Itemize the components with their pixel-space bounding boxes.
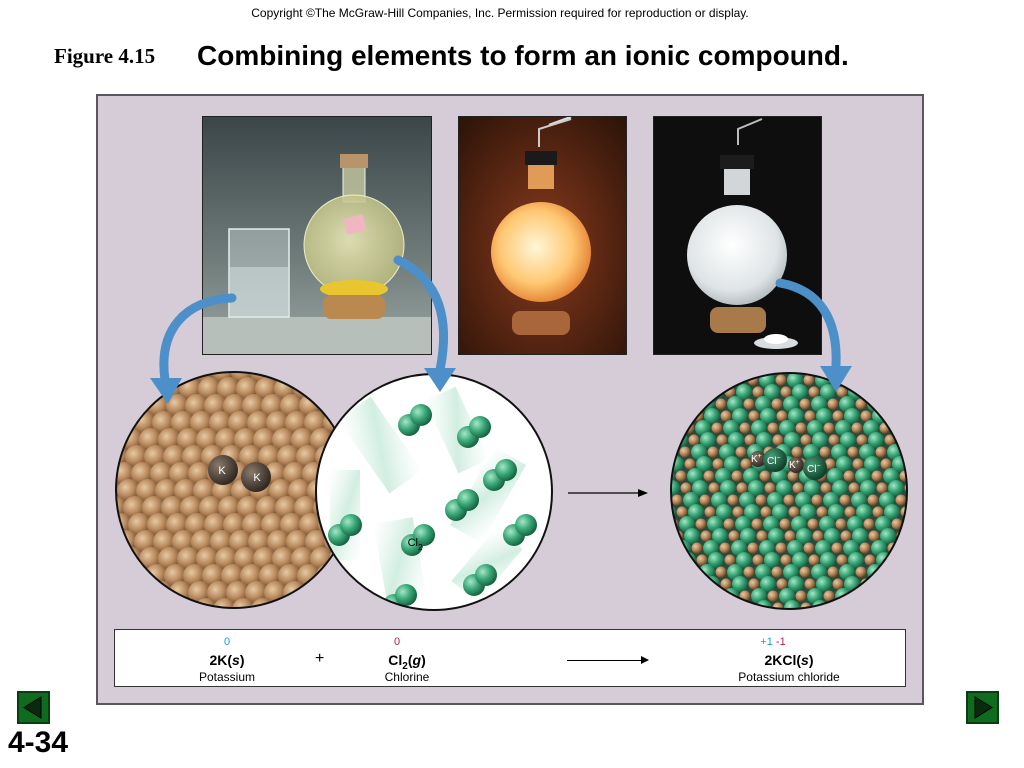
copyright-notice: Copyright ©The McGraw-Hill Companies, In… — [251, 6, 749, 20]
product-oxidation-numbers: +1 -1 — [760, 636, 786, 648]
potassium-atom — [66, 615, 90, 639]
potassium-atom — [42, 598, 66, 622]
potassium-atom — [58, 530, 82, 554]
photo-potassium-chloride-flask — [653, 116, 822, 355]
potassium-atom — [74, 581, 98, 605]
potassium-atom — [66, 496, 90, 520]
arrow-right-icon — [974, 696, 993, 719]
product-name: Potassium chloride — [738, 670, 840, 684]
previous-slide-button[interactable] — [17, 691, 50, 724]
potassium-formula: 2K(s) — [209, 652, 245, 668]
potassium-atom — [74, 462, 98, 486]
equation-arrow — [567, 656, 649, 664]
chlorine-formula: Cl2(g) — [388, 652, 426, 672]
chemical-equation: 0 2K(s) Potassium + 0 Cl2(g) Chlorine +1… — [114, 629, 906, 687]
potassium-oxidation-number: 0 — [223, 636, 231, 648]
chlorine-oxidation-number: 0 — [393, 636, 401, 648]
chloride-ion — [927, 372, 943, 388]
potassium-atom — [69, 564, 93, 588]
potassium-name: Potassium — [198, 670, 256, 684]
chlorine-name: Chlorine — [384, 670, 430, 684]
potassium-ion — [925, 363, 936, 374]
potassium-atom — [55, 581, 79, 605]
arrow-left-icon — [23, 696, 42, 719]
potassium-atom — [71, 513, 95, 537]
figure-label: Figure 4.15 — [54, 44, 156, 68]
next-slide-button[interactable] — [966, 691, 999, 724]
potassium-atom — [50, 564, 74, 588]
product-formula: 2KCl(s) — [764, 652, 814, 668]
chloride-ion — [923, 396, 939, 412]
figure-title: Combining elements to form an ionic comp… — [197, 40, 849, 71]
photo-potassium-and-chlorine-flask — [202, 116, 432, 355]
photo-reaction-flask-glowing — [458, 116, 627, 355]
potassium-atom — [47, 615, 71, 639]
potassium-atom — [61, 598, 85, 622]
slide-number: 4-34 — [8, 726, 69, 759]
potassium-atom — [63, 547, 87, 571]
plus-sign: + — [315, 650, 325, 667]
